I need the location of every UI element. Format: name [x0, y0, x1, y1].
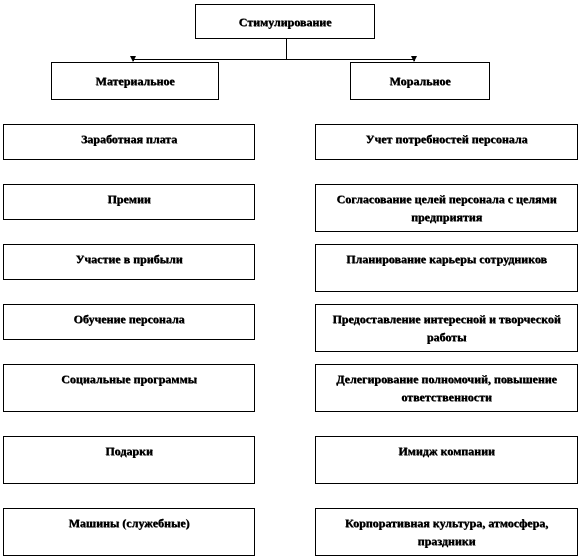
- right-item-label: Имидж компании: [398, 444, 495, 458]
- right-item: Учет потребностей персонала: [315, 124, 578, 160]
- right-item-label: Корпоративная культура, атмосфера, празд…: [344, 516, 549, 548]
- left-item-label: Заработная плата: [80, 132, 178, 146]
- connector-branch-bar: [133, 59, 415, 60]
- arrow-left-branch: [130, 56, 136, 62]
- left-item: Премии: [3, 184, 255, 220]
- right-category-node: Моральное: [350, 62, 490, 100]
- left-item: Обучение персонала: [3, 304, 255, 340]
- right-item-label: Учет потребностей персонала: [365, 132, 528, 146]
- arrow-right-branch: [411, 56, 417, 62]
- right-item-label: Согласование целей персонала с целями пр…: [336, 192, 557, 224]
- left-item-label: Обучение персонала: [73, 312, 185, 326]
- left-item: Машины (служебные): [3, 508, 255, 556]
- right-item: Делегирование полномочий, повышение отве…: [315, 364, 578, 412]
- right-item-label: Делегирование полномочий, повышение отве…: [336, 372, 557, 404]
- right-item-label: Предоставление интересной и творческой р…: [332, 312, 561, 344]
- left-item-label: Машины (служебные): [68, 516, 190, 530]
- right-item: Имидж компании: [315, 436, 578, 484]
- left-item-label: Участие в прибыли: [75, 252, 183, 266]
- right-item: Корпоративная культура, атмосфера, празд…: [315, 508, 578, 556]
- right-item: Предоставление интересной и творческой р…: [315, 304, 578, 352]
- left-item: Заработная плата: [3, 124, 255, 160]
- right-item: Согласование целей персонала с целями пр…: [315, 184, 578, 232]
- left-category-label: Материальное: [95, 74, 175, 88]
- right-item: Планирование карьеры сотрудников: [315, 244, 578, 292]
- left-item-label: Премии: [107, 192, 151, 206]
- left-item: Социальные программы: [3, 364, 255, 412]
- right-category-label: Моральное: [389, 74, 451, 88]
- root-node-label: Стимулирование: [238, 14, 332, 29]
- left-item-label: Социальные программы: [61, 372, 197, 386]
- left-item: Участие в прибыли: [3, 244, 255, 280]
- right-item-label: Планирование карьеры сотрудников: [346, 252, 547, 266]
- left-item-label: Подарки: [105, 444, 153, 458]
- left-category-node: Материальное: [51, 62, 219, 100]
- left-item: Подарки: [3, 436, 255, 484]
- connector-root-down: [286, 39, 287, 59]
- root-node: Стимулирование: [195, 4, 375, 39]
